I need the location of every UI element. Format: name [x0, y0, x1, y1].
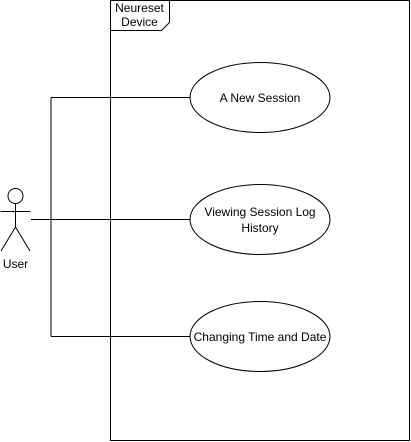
- use-case-new-session[interactable]: A New Session: [189, 62, 331, 133]
- use-case-viewing-session-log[interactable]: Viewing Session Log History: [189, 184, 331, 255]
- system-boundary-frame: [110, 0, 410, 441]
- actor-user[interactable]: [0, 188, 31, 252]
- use-case-label: A New Session: [220, 91, 301, 105]
- use-case-changing-time-date[interactable]: Changing Time and Date: [189, 301, 331, 372]
- system-title-line1: Neureset: [115, 1, 164, 15]
- use-case-label-line1: Viewing Session Log: [204, 205, 315, 219]
- system-label-tab: [110, 0, 170, 31]
- use-case-label: Changing Time and Date: [194, 330, 327, 344]
- use-case-label-line2: History: [241, 221, 278, 235]
- use-case-ellipse: [189, 62, 331, 133]
- use-case-ellipse: [189, 301, 331, 372]
- actor-right-leg: [15, 226, 31, 252]
- system-boundary: Neureset Device: [110, 0, 410, 441]
- actor-head: [7, 188, 24, 204]
- actor-left-leg: [0, 226, 16, 252]
- actor-label: User: [3, 257, 28, 271]
- use-case-ellipse: [189, 184, 331, 255]
- system-title-line2: Device: [121, 15, 158, 29]
